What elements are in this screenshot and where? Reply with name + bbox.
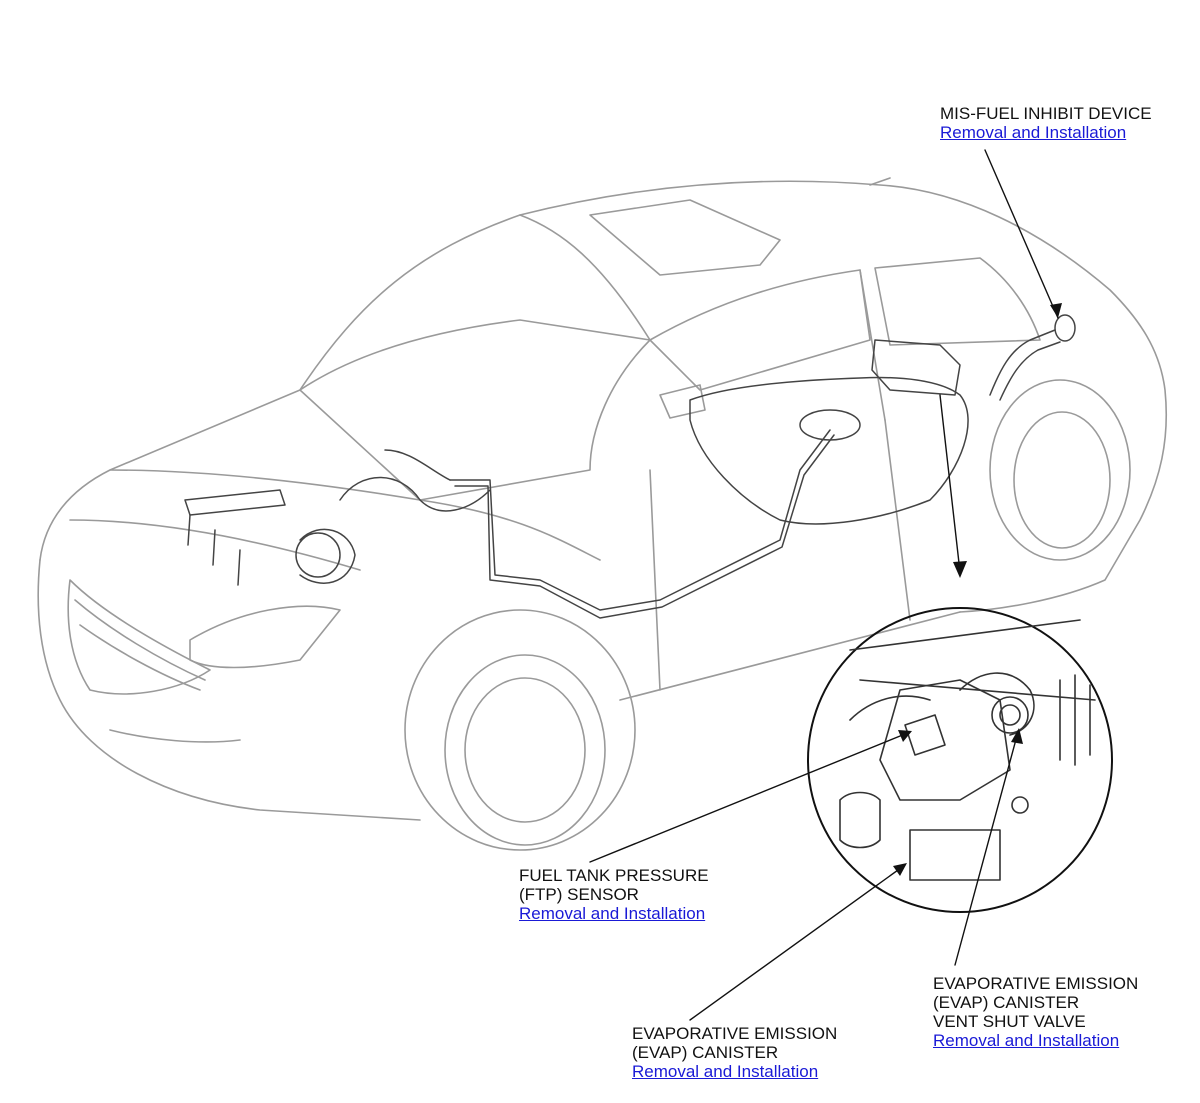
grille-bar	[79, 624, 201, 691]
fuel-line	[449, 429, 831, 611]
callout-label: (FTP) SENSOR	[519, 885, 639, 904]
removal-installation-link[interactable]: Removal and Installation	[933, 1031, 1120, 1050]
evap-canister	[871, 339, 961, 396]
inset-grid	[1059, 674, 1091, 766]
inset-hose	[849, 695, 931, 721]
callout-evap-canister: EVAPORATIVE EMISSION (EVAP) CANISTER Rem…	[632, 1024, 837, 1081]
fuel-tank	[689, 376, 969, 525]
engine-hose	[384, 449, 451, 481]
leader-to-inset	[939, 394, 961, 573]
arrow-head	[953, 561, 967, 578]
fuel-system	[184, 314, 1076, 619]
leader-evap-canister	[689, 864, 906, 1021]
arrow-head	[1050, 303, 1062, 318]
rear-wheel	[1013, 411, 1111, 549]
callout-label: (EVAP) CANISTER	[933, 993, 1080, 1012]
rear-door-line	[884, 419, 911, 621]
pump-body	[299, 528, 356, 584]
callout-label: MIS-FUEL INHIBIT DEVICE	[940, 104, 1152, 123]
fuel-rail	[184, 489, 286, 516]
inset-hose	[959, 672, 1035, 736]
car-rocker	[619, 611, 961, 701]
door-line	[649, 469, 661, 691]
inset-sensor	[904, 714, 946, 756]
inset-port	[839, 791, 881, 849]
fog-light	[109, 729, 241, 743]
engine-hose	[339, 476, 491, 512]
front-door-window	[649, 269, 871, 391]
rear-wheel-arch	[989, 379, 1131, 561]
filler-neck	[989, 329, 1056, 396]
fuel-pump	[295, 532, 341, 578]
injector	[187, 514, 191, 546]
front-wheel-hub	[464, 677, 586, 823]
arrow-head	[1011, 728, 1023, 744]
car-body-outline	[39, 180, 1168, 613]
headlight	[189, 605, 341, 669]
side-mirror	[659, 384, 706, 419]
callout-label: EVAPORATIVE EMISSION	[632, 1024, 838, 1043]
inset-detail	[839, 619, 1096, 881]
inset-bolt	[1011, 796, 1029, 814]
hood-line	[109, 469, 601, 561]
front-wheel-arch	[404, 609, 636, 851]
callout-label: (EVAP) CANISTER	[632, 1043, 779, 1062]
inset-canister-body	[879, 679, 1011, 801]
rear-door-window	[874, 257, 1041, 346]
windshield	[299, 319, 651, 501]
injector	[237, 549, 241, 586]
inset-valve	[991, 696, 1029, 734]
leader-mis-fuel	[984, 149, 1059, 319]
arrow-head	[893, 863, 907, 876]
fuel-line	[454, 434, 835, 619]
filler-neck	[999, 341, 1061, 401]
removal-installation-link[interactable]: Removal and Installation	[519, 904, 706, 923]
grille-bar	[74, 599, 206, 681]
callout-label: VENT SHUT VALVE	[933, 1012, 1086, 1031]
arrow-head	[898, 730, 912, 742]
inset-circle	[807, 607, 1113, 913]
hood-crease	[69, 519, 361, 571]
leader-lines	[589, 149, 1062, 1021]
leader-vent-valve	[954, 731, 1019, 966]
sunroof	[589, 199, 781, 276]
inset-panel	[859, 679, 1096, 701]
filler-cap	[1054, 314, 1076, 342]
grille	[67, 579, 211, 695]
callout-label: EVAPORATIVE EMISSION	[933, 974, 1139, 993]
removal-installation-link[interactable]: Removal and Installation	[940, 123, 1127, 142]
callout-evap-vent-shut-valve: EVAPORATIVE EMISSION (EVAP) CANISTER VEN…	[933, 974, 1138, 1050]
inset-bracket	[909, 829, 1001, 881]
injector	[212, 529, 216, 566]
callout-ftp-sensor: FUEL TANK PRESSURE (FTP) SENSOR Removal …	[519, 866, 709, 923]
removal-installation-link[interactable]: Removal and Installation	[632, 1062, 819, 1081]
roof-line	[519, 214, 651, 341]
roof-antenna	[869, 177, 891, 186]
b-pillar	[859, 269, 886, 421]
callout-label: FUEL TANK PRESSURE	[519, 866, 709, 885]
inset-panel	[849, 619, 1081, 651]
callout-mis-fuel-inhibit-device: MIS-FUEL INHIBIT DEVICE Removal and Inst…	[940, 104, 1152, 142]
leader-ftp-sensor	[589, 731, 911, 863]
inset-valve-inner	[999, 704, 1021, 726]
car-lower-outline	[37, 559, 421, 821]
front-wheel	[444, 654, 606, 846]
fuel-pump-flange	[799, 409, 861, 441]
